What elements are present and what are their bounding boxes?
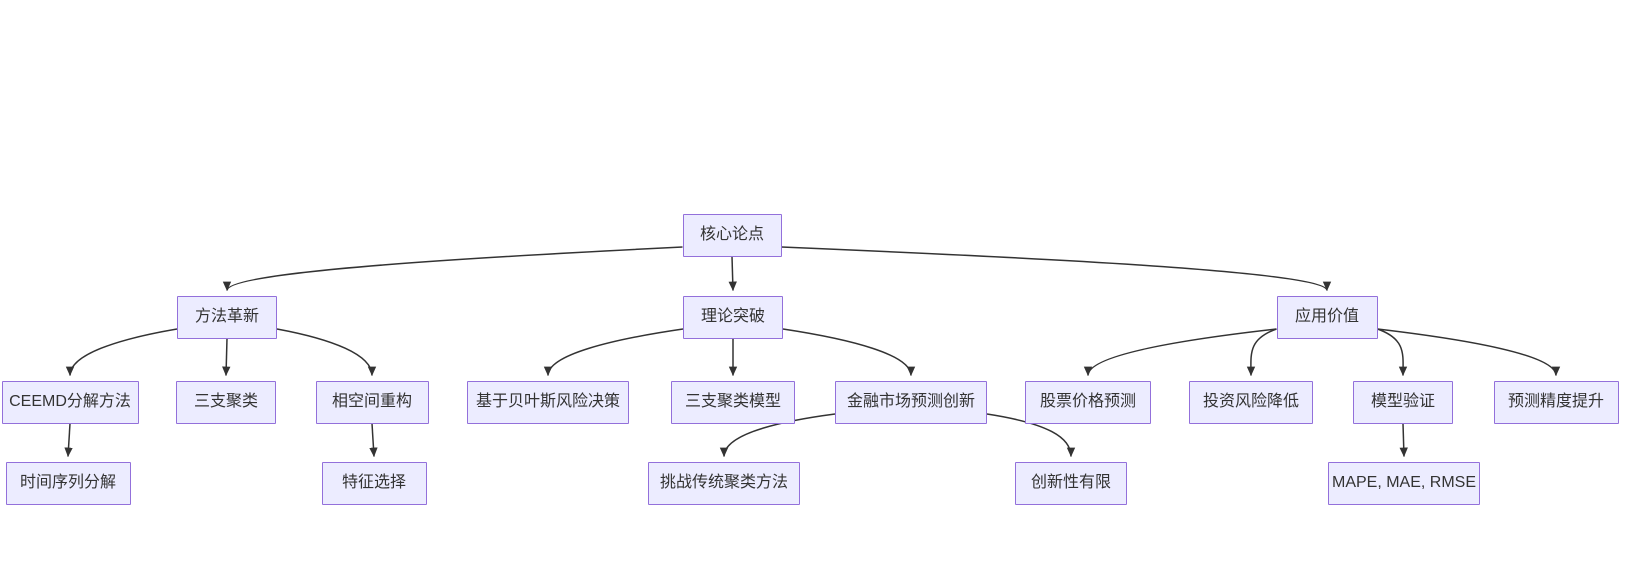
node-label-core: 核心论点	[699, 226, 764, 243]
edge-application-to-model-validation	[1377, 328, 1408, 377]
edge-application-to-precision-boost	[1377, 328, 1561, 377]
node-label-limited-novelty: 创新性有限	[1030, 474, 1111, 491]
node-finance-innovation: 金融市场预测创新	[835, 380, 987, 424]
node-label-challenge-cluster: 挑战传统聚类方法	[659, 474, 788, 491]
node-label-application: 应用价值	[1294, 308, 1359, 325]
node-label-bayes-decision: 基于贝叶斯风险决策	[475, 393, 620, 410]
edge-application-to-stock-forecast	[1083, 328, 1277, 377]
node-precision-boost: 预测精度提升	[1493, 380, 1619, 424]
node-label-ts-decomposition: 时间序列分解	[19, 474, 116, 491]
node-risk-reduction: 投资风险降低	[1189, 380, 1313, 424]
node-three-way-cluster: 三支聚类	[176, 380, 276, 424]
node-label-finance-innovation: 金融市场预测创新	[846, 393, 975, 410]
node-label-feature-selection: 特征选择	[341, 474, 406, 491]
node-feature-selection: 特征选择	[321, 461, 427, 505]
node-label-error-metrics: MAPE, MAE, RMSE	[1331, 474, 1477, 491]
node-model-validation: 模型验证	[1353, 380, 1453, 424]
node-stock-forecast: 股票价格预测	[1025, 380, 1151, 424]
node-method: 方法革新	[177, 295, 277, 339]
node-label-phase-space: 相空间重构	[331, 393, 412, 410]
node-label-ceemd: CEEMD分解方法	[9, 393, 131, 410]
node-challenge-cluster: 挑战传统聚类方法	[648, 461, 800, 505]
node-cluster-model: 三支聚类模型	[671, 380, 795, 424]
node-label-three-way-cluster: 三支聚类	[193, 393, 258, 410]
node-phase-space: 相空间重构	[315, 380, 429, 424]
node-label-theory: 理论突破	[700, 308, 765, 325]
node-limited-novelty: 创新性有限	[1015, 461, 1127, 505]
node-label-method: 方法革新	[194, 308, 259, 325]
node-error-metrics: MAPE, MAE, RMSE	[1328, 461, 1480, 505]
node-label-precision-boost: 预测精度提升	[1507, 393, 1604, 410]
node-ts-decomposition: 时间序列分解	[5, 461, 131, 505]
node-theory: 理论突破	[683, 295, 783, 339]
node-application: 应用价值	[1276, 295, 1378, 339]
edge-core-to-method	[222, 246, 683, 292]
edge-theory-to-finance-innovation	[782, 328, 916, 377]
node-bayes-decision: 基于贝叶斯风险决策	[467, 380, 629, 424]
edge-ceemd-to-ts-decomposition	[64, 423, 73, 458]
node-ceemd: CEEMD分解方法	[1, 380, 139, 424]
node-label-stock-forecast: 股票价格预测	[1039, 393, 1136, 410]
edge-core-to-theory	[728, 256, 737, 292]
node-label-model-validation: 模型验证	[1370, 393, 1435, 410]
node-label-risk-reduction: 投资风险降低	[1202, 393, 1299, 410]
node-core: 核心论点	[682, 213, 782, 257]
edge-method-to-ceemd	[65, 328, 178, 377]
edge-finance-innovation-to-challenge-cluster	[719, 413, 836, 458]
edge-finance-innovation-to-limited-novelty	[986, 413, 1076, 458]
edge-theory-to-bayes-decision	[543, 328, 684, 377]
edge-model-validation-to-error-metrics	[1399, 423, 1408, 458]
edge-application-to-risk-reduction	[1246, 328, 1277, 377]
edge-method-to-three-way-cluster	[222, 338, 231, 377]
edge-method-to-phase-space	[276, 328, 377, 377]
node-label-cluster-model: 三支聚类模型	[684, 393, 781, 410]
edge-phase-space-to-feature-selection	[369, 423, 378, 458]
edge-core-to-application	[781, 246, 1332, 292]
